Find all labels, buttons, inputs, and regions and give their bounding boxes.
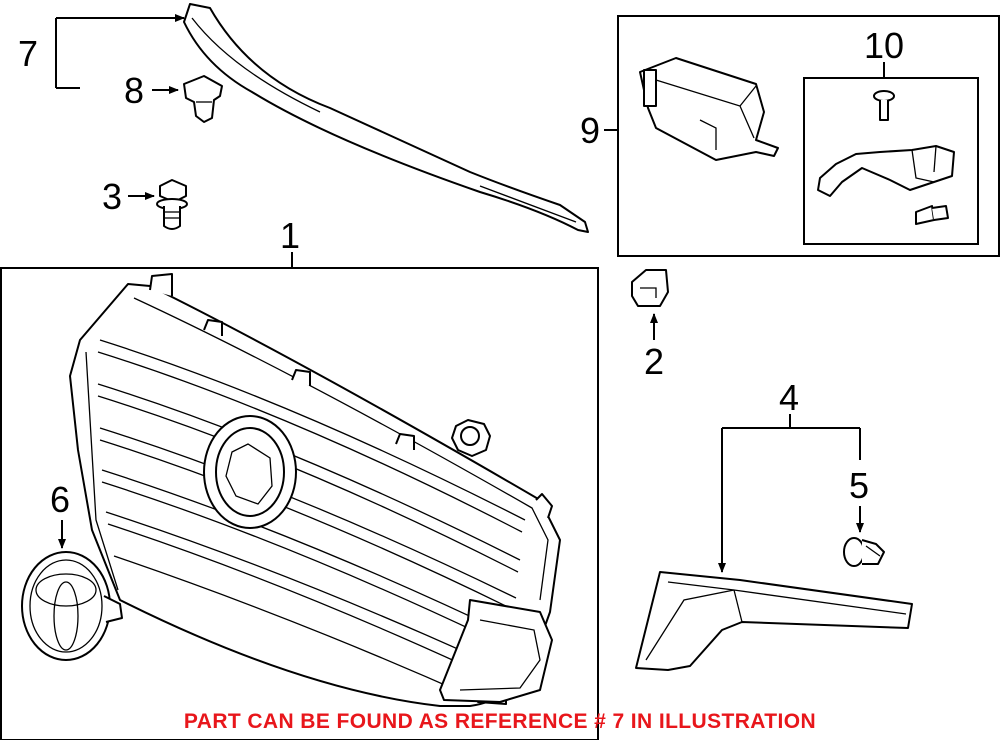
clip-8: [183, 75, 223, 123]
retainer-2: [631, 269, 669, 307]
bolt-3: [156, 179, 188, 230]
callout-5: 5: [849, 465, 869, 506]
emblem-6: [21, 551, 123, 661]
leader-7: [55, 14, 185, 89]
callout-4: 4: [779, 377, 799, 418]
callout-1: 1: [280, 215, 300, 256]
bracket-kit-box: [803, 77, 979, 245]
callout-6: 6: [50, 479, 70, 520]
sensor-screw-top: [873, 90, 895, 121]
upper-molding-strip: [183, 3, 589, 233]
callout-8: 8: [124, 70, 144, 111]
radiator-grille: [69, 273, 561, 707]
sensor-kit-box: [617, 15, 1000, 257]
side-molding-4: [635, 571, 913, 671]
callout-7: 7: [18, 33, 38, 74]
callout-10: 10: [864, 25, 904, 66]
reference-note: PART CAN BE FOUND AS REFERENCE # 7 IN IL…: [184, 710, 816, 733]
leader-4: [718, 414, 861, 573]
grille-frame-box: [0, 267, 599, 740]
callout-9: 9: [580, 110, 600, 151]
radar-sensor: [639, 57, 779, 161]
callout-2: 2: [644, 341, 664, 382]
callout-3: 3: [102, 176, 122, 217]
sensor-bracket: [817, 145, 955, 197]
sensor-screw-bottom: [915, 205, 949, 225]
grille-nut: [451, 419, 491, 457]
push-clip-5: [843, 537, 885, 567]
